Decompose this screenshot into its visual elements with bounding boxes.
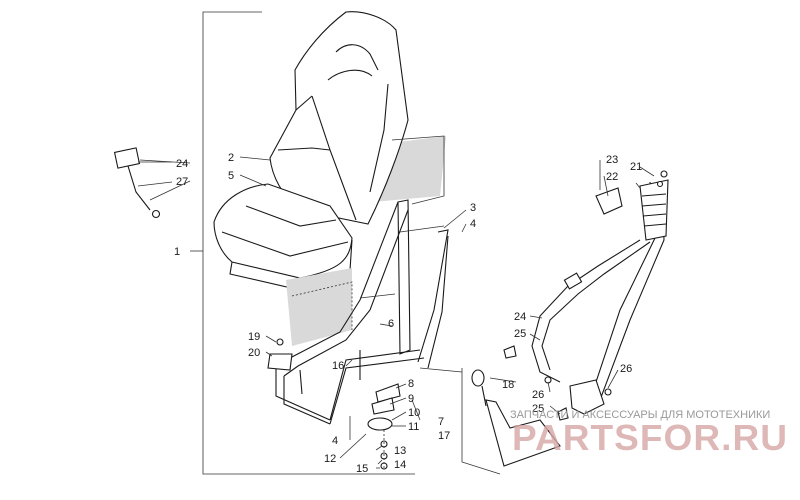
seat-assembly: [213, 11, 446, 346]
hardware-8-15: [367, 383, 401, 470]
callout-3: 3: [470, 202, 476, 214]
buckle-latch-left: [113, 147, 173, 219]
callout-8: 8: [408, 378, 414, 390]
callout-19: 19: [248, 331, 260, 343]
watermark-tagline: ЗАПЧАСТИ И АКСЕССУАРЫ ДЛЯ МОТОТЕХНИКИ: [510, 409, 770, 421]
shoulder-belt-assembly: [503, 170, 669, 421]
callout-26-right: 26: [620, 363, 632, 375]
watermark: ЗАПЧАСТИ И АКСЕССУАРЫ ДЛЯ МОТОТЕХНИКИ PA…: [510, 409, 788, 458]
callout-9: 9: [408, 393, 414, 405]
callout-20: 20: [248, 347, 260, 359]
bracket-19-20: [267, 338, 293, 371]
callout-14: 14: [394, 459, 406, 471]
callout-6: 6: [388, 318, 394, 330]
callout-5: 5: [228, 170, 234, 182]
callout-4-top: 4: [470, 218, 476, 230]
callout-labels: 1 2 5 24 27 3 4 23 22 21 6 19 20 16 24 2…: [174, 152, 642, 475]
callout-21: 21: [630, 161, 642, 173]
callout-11: 11: [408, 421, 419, 433]
callout-13: 13: [394, 445, 406, 457]
assembly-bracket: [190, 11, 415, 475]
callout-7: 7: [438, 416, 444, 428]
callout-26-left: 26: [532, 389, 544, 401]
seat-frame: [275, 199, 449, 425]
callout-18: 18: [502, 379, 514, 391]
callout-1: 1: [174, 246, 180, 258]
callout-15: 15: [356, 463, 368, 475]
callout-2: 2: [228, 152, 234, 164]
callout-27: 27: [176, 176, 188, 188]
callout-23: 23: [606, 154, 618, 166]
callout-25-top: 25: [514, 328, 526, 340]
callout-12: 12: [324, 453, 336, 465]
callout-22: 22: [606, 171, 618, 183]
leader-lines: [139, 156, 655, 469]
watermark-brand: PARTSFOR.RU: [512, 417, 788, 458]
callout-4-bottom: 4: [332, 435, 338, 447]
callout-25-bottom: 25: [532, 403, 544, 415]
belt-mount-bracket: [419, 367, 561, 475]
callout-17: 17: [438, 430, 450, 442]
callout-16: 16: [332, 360, 344, 372]
callout-24-right: 24: [514, 311, 526, 323]
callout-24-left: 24: [176, 158, 188, 170]
callout-10: 10: [408, 407, 420, 419]
